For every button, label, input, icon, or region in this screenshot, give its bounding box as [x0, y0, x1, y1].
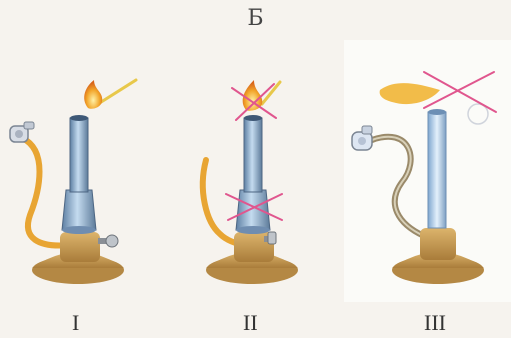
burner-2-label: II: [243, 310, 258, 336]
flame: [84, 80, 102, 109]
burner-3-label: III: [424, 310, 446, 336]
air-collar: [62, 190, 96, 230]
air-collar: [236, 190, 270, 230]
burner-1-label: I: [72, 310, 79, 336]
valve-knob: [98, 235, 118, 247]
burner-tube: [428, 112, 446, 228]
match: [98, 80, 136, 104]
burner-tube: [70, 118, 88, 192]
burner-tube: [244, 118, 262, 192]
burner-1: [10, 80, 136, 284]
gas-tap: [10, 122, 34, 142]
burner-3: [344, 40, 511, 302]
burner-2: [203, 80, 298, 284]
